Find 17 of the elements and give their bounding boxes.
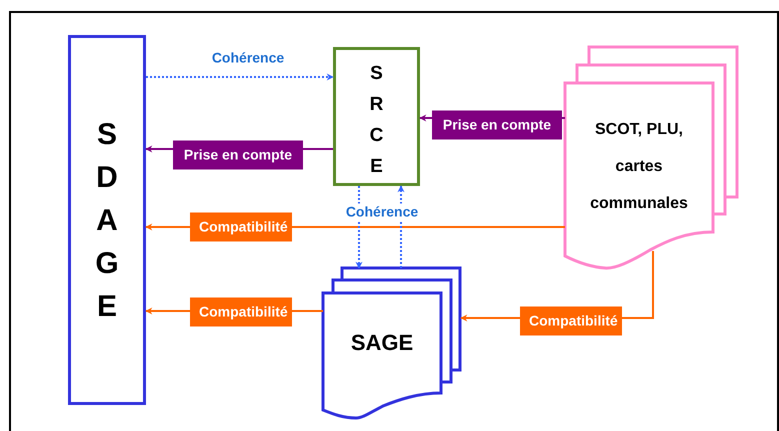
document-stack [323, 268, 461, 419]
edge-label: Compatibilité [190, 298, 292, 326]
node-label: SCOT, PLU, cartes communales [589, 120, 689, 214]
edge-label: Cohérence [344, 204, 420, 220]
edge-label: Prise en compte [173, 140, 303, 170]
document-stack [565, 47, 738, 269]
edge-label: Compatibilité [520, 306, 622, 336]
arrow [398, 185, 404, 268]
node-label: SRCE [368, 62, 384, 179]
node-label: SDAGE [94, 117, 120, 325]
arrow [146, 74, 334, 80]
vertical-box [68, 35, 146, 405]
node-label: SAGE [350, 330, 414, 356]
arrow [356, 186, 362, 269]
vertical-box [333, 47, 420, 186]
edge-label: Prise en compte [432, 110, 562, 140]
edge-label: Compatibilité [190, 212, 292, 242]
